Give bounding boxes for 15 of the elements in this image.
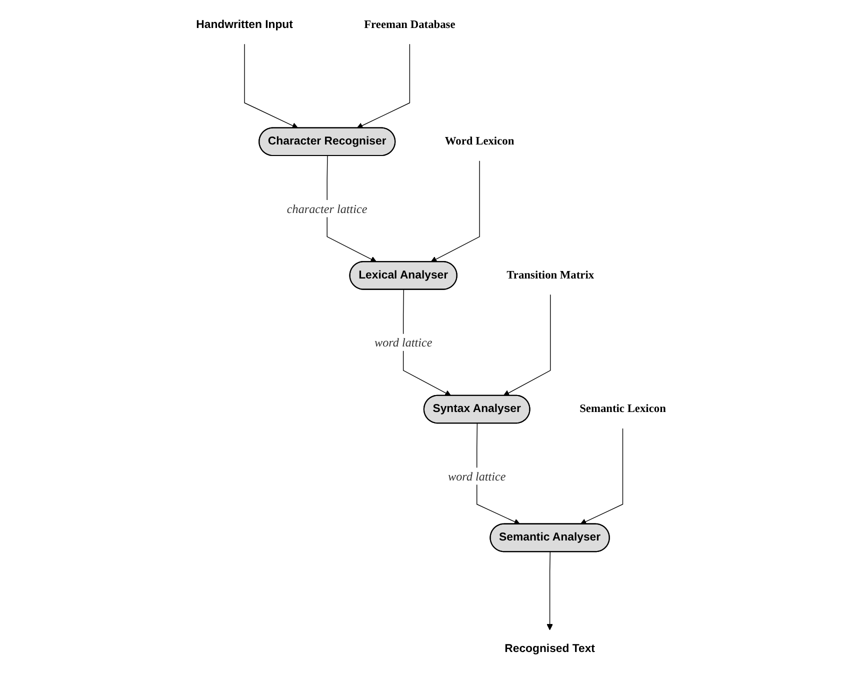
node-text: Recognised Text [505, 642, 596, 655]
arrow [431, 160, 480, 262]
node-text: Freeman Database [364, 18, 456, 31]
arrow [580, 428, 624, 525]
edge-label: word lattice [448, 470, 506, 484]
edge-label: word lattice [375, 336, 433, 350]
node-text: Transition Matrix [507, 269, 595, 282]
arrow [504, 294, 552, 396]
arrow [547, 552, 554, 630]
node-text: Word Lexicon [445, 135, 515, 148]
arrow [244, 44, 299, 129]
node-text: Semantic Lexicon [580, 402, 666, 415]
edge-label: character lattice [287, 202, 368, 216]
arrow [357, 44, 410, 128]
node-text: Handwritten Input [196, 18, 294, 31]
